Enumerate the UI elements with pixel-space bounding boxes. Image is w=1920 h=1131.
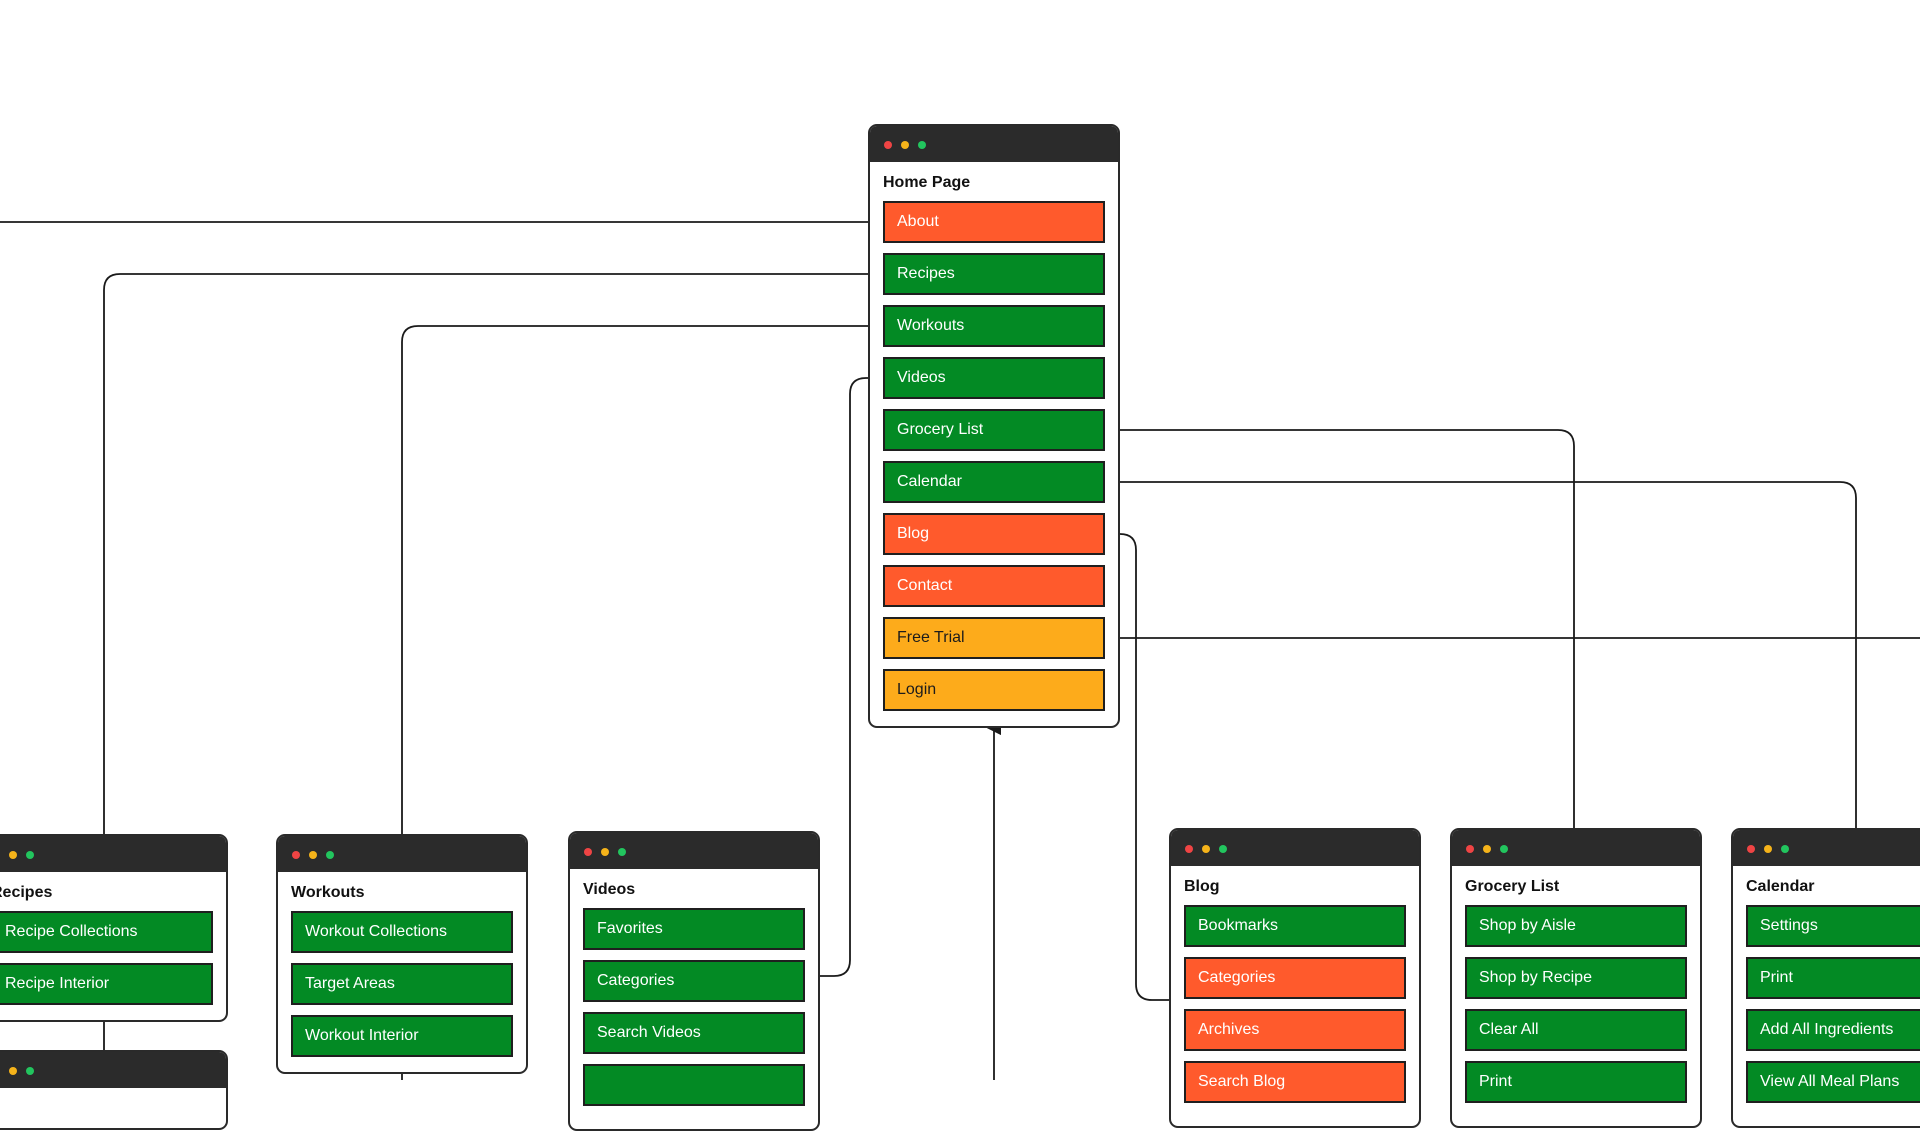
grocery-item-shop-by-recipe[interactable]: Shop by Recipe xyxy=(1465,957,1687,999)
minimize-dot-icon xyxy=(601,848,609,856)
minimize-dot-icon xyxy=(309,851,317,859)
close-dot-icon xyxy=(884,141,892,149)
home-item-recipes[interactable]: Recipes xyxy=(883,253,1105,295)
connector-workouts xyxy=(401,325,884,836)
connector-videos xyxy=(816,377,884,977)
videos-item-categories[interactable]: Categories xyxy=(583,960,805,1002)
window-titlebar xyxy=(1452,830,1700,866)
workouts-item-workout-interior[interactable]: Workout Interior xyxy=(291,1015,513,1057)
close-dot-icon xyxy=(1185,845,1193,853)
maximize-dot-icon xyxy=(918,141,926,149)
grocery-item-shop-by-aisle[interactable]: Shop by Aisle xyxy=(1465,905,1687,947)
blog-item-bookmarks[interactable]: Bookmarks xyxy=(1184,905,1406,947)
blog-item-search-blog[interactable]: Search Blog xyxy=(1184,1061,1406,1103)
maximize-dot-icon xyxy=(26,851,34,859)
recipe-subpage-window xyxy=(0,1050,228,1130)
window-titlebar xyxy=(1733,830,1920,866)
window-titlebar xyxy=(570,833,818,869)
minimize-dot-icon xyxy=(901,141,909,149)
window-title: Home Page xyxy=(883,174,971,191)
connector-lines xyxy=(0,221,1920,1080)
home-item-workouts[interactable]: Workouts xyxy=(883,305,1105,347)
videos-item-search-videos[interactable]: Search Videos xyxy=(583,1012,805,1054)
calendar-item-settings[interactable]: Settings xyxy=(1746,905,1920,947)
calendar-item-view-all-meal-plans[interactable]: View All Meal Plans xyxy=(1746,1061,1920,1103)
connector-recipes xyxy=(103,273,884,836)
minimize-dot-icon xyxy=(1764,845,1772,853)
window-titlebar xyxy=(0,1052,226,1088)
maximize-dot-icon xyxy=(326,851,334,859)
minimize-dot-icon xyxy=(1202,845,1210,853)
calendar-item-add-all-ingredients[interactable]: Add All Ingredients xyxy=(1746,1009,1920,1051)
close-dot-icon xyxy=(584,848,592,856)
window-title: Grocery List xyxy=(1465,878,1560,895)
calendar-item-print[interactable]: Print xyxy=(1746,957,1920,999)
maximize-dot-icon xyxy=(618,848,626,856)
window-titlebar xyxy=(278,836,526,872)
connector-calendar xyxy=(1104,481,1857,830)
window-titlebar xyxy=(1171,830,1419,866)
workouts-item-target-areas[interactable]: Target Areas xyxy=(291,963,513,1005)
window-title: Videos xyxy=(583,881,636,898)
minimize-dot-icon xyxy=(1483,845,1491,853)
home-item-calendar[interactable]: Calendar xyxy=(883,461,1105,503)
home-item-grocery-list[interactable]: Grocery List xyxy=(883,409,1105,451)
minimize-dot-icon xyxy=(9,851,17,859)
maximize-dot-icon xyxy=(1219,845,1227,853)
maximize-dot-icon xyxy=(1500,845,1508,853)
window-title: Calendar xyxy=(1746,878,1815,895)
home-item-blog[interactable]: Blog xyxy=(883,513,1105,555)
recipes-item-recipe-interior[interactable]: Recipe Interior xyxy=(0,963,213,1005)
workouts-item-workout-collections[interactable]: Workout Collections xyxy=(291,911,513,953)
home-item-videos[interactable]: Videos xyxy=(883,357,1105,399)
grocery-item-print[interactable]: Print xyxy=(1465,1061,1687,1103)
window-title: Blog xyxy=(1184,878,1220,895)
window-title: Workouts xyxy=(291,884,365,901)
home-item-about[interactable]: About xyxy=(883,201,1105,243)
videos-item-favorites[interactable]: Favorites xyxy=(583,908,805,950)
window-titlebar xyxy=(870,126,1118,162)
recipes-item-recipe-collections[interactable]: Recipe Collections xyxy=(0,911,213,953)
home-item-free-trial[interactable]: Free Trial xyxy=(883,617,1105,659)
videos-item-item-3[interactable] xyxy=(583,1064,805,1106)
maximize-dot-icon xyxy=(26,1067,34,1075)
close-dot-icon xyxy=(1466,845,1474,853)
home-item-login[interactable]: Login xyxy=(883,669,1105,711)
close-dot-icon xyxy=(292,851,300,859)
connector-grocery xyxy=(1104,429,1575,830)
minimize-dot-icon xyxy=(9,1067,17,1075)
blog-item-archives[interactable]: Archives xyxy=(1184,1009,1406,1051)
window-titlebar xyxy=(0,836,226,872)
close-dot-icon xyxy=(1747,845,1755,853)
maximize-dot-icon xyxy=(1781,845,1789,853)
connector-blog xyxy=(1104,533,1184,1001)
home-item-contact[interactable]: Contact xyxy=(883,565,1105,607)
blog-item-categories[interactable]: Categories xyxy=(1184,957,1406,999)
window-title: Recipes xyxy=(0,884,53,901)
grocery-item-clear-all[interactable]: Clear All xyxy=(1465,1009,1687,1051)
